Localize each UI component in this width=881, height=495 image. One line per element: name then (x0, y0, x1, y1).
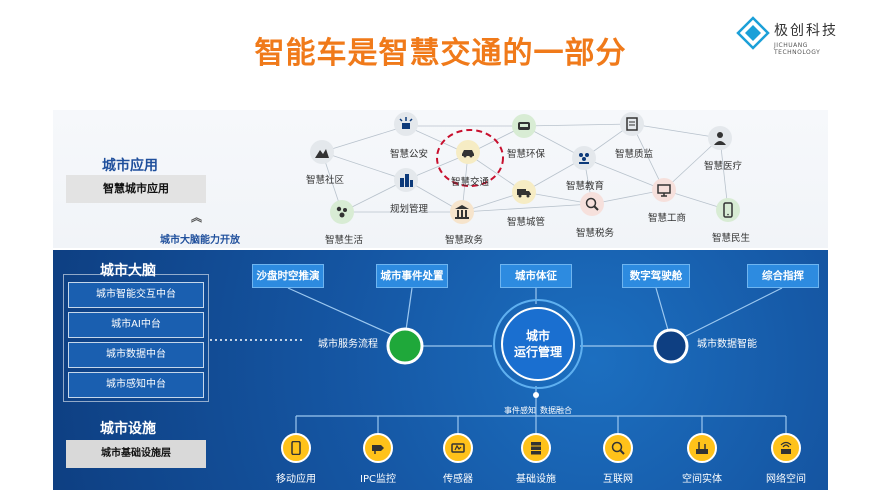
truck-icon (512, 180, 536, 204)
brain-item: 城市智能交互中台 (68, 282, 204, 308)
infra-label: 互联网 (603, 474, 633, 485)
mobile-icon (281, 433, 311, 463)
city-application-label: 城市应用 (102, 158, 158, 174)
logo-subtitle: JICHUANG TECHNOLOGY (774, 42, 821, 56)
infrastructure-layer-box: 城市基础设施层 (66, 440, 206, 468)
infra-label: 网络空间 (766, 474, 806, 485)
capability-open-label: 城市大脑能力开放 (160, 235, 240, 246)
core-line-2: 运行管理 (513, 345, 562, 359)
node-label: 智慧生活 (325, 235, 364, 246)
car-icon (456, 140, 480, 164)
node-label: 智慧环保 (507, 149, 546, 160)
logo-mark-icon (736, 16, 770, 50)
city-vitals-button[interactable]: 城市体征 (500, 264, 572, 288)
node-label: 智慧政务 (445, 235, 484, 246)
company-logo: 极创科技 JICHUANG TECHNOLOGY (736, 16, 856, 60)
brain-item: 城市数据中台 (68, 342, 204, 368)
commerce-icon (652, 178, 676, 202)
node-label: 智慧工商 (648, 213, 687, 224)
eco-bus-icon (512, 114, 536, 138)
city-operation-core: 城市 运行管理 (509, 328, 567, 360)
node-label: 智慧质监 (615, 149, 654, 160)
node-label: 智慧医疗 (704, 161, 743, 172)
digital-cockpit-button[interactable]: 数字驾驶舱 (622, 264, 690, 288)
sandbox-simulation-button[interactable]: 沙盘时空推演 (252, 264, 324, 288)
network-icon (771, 433, 801, 463)
infra-label: 空间实体 (682, 474, 722, 485)
node-label: 智慧税务 (576, 228, 615, 239)
city-brain-label: 城市大脑 (100, 263, 156, 279)
core-line-1: 城市 (525, 329, 550, 343)
infra-label: 传感器 (443, 474, 473, 485)
brain-frame (63, 274, 209, 402)
node-label: 智慧社区 (306, 175, 345, 186)
smart-city-application-box: 智慧城市应用 (66, 175, 206, 203)
clipboard-icon (620, 112, 644, 136)
internet-icon (603, 433, 633, 463)
government-icon (450, 200, 474, 224)
sensor-icon (443, 433, 473, 463)
education-icon (572, 146, 596, 170)
logo-name: 极创科技 (774, 23, 838, 39)
server-icon (521, 433, 551, 463)
city-infrastructure-label: 城市设施 (100, 421, 156, 437)
tax-icon (580, 192, 604, 216)
node-label: 规划管理 (390, 204, 429, 215)
node-label: 智慧交通 (451, 177, 490, 188)
phone-icon (716, 198, 740, 222)
brain-item: 城市AI中台 (68, 312, 204, 338)
camera-icon (363, 433, 393, 463)
page-title: 智能车是智慧交通的一部分 (254, 36, 627, 71)
node-label: 智慧公安 (390, 149, 429, 160)
buildings-icon (394, 168, 418, 192)
command-center-button[interactable]: 综合指挥 (747, 264, 819, 288)
space-icon (687, 433, 717, 463)
node-label: 智慧教育 (566, 181, 605, 192)
data-fusion-label: 数据融合 (540, 406, 572, 415)
node-label: 智慧城管 (507, 217, 546, 228)
infra-label: 移动应用 (276, 474, 316, 485)
life-icon (330, 200, 354, 224)
event-handling-button[interactable]: 城市事件处置 (376, 264, 448, 288)
node-label: 智慧民生 (712, 233, 751, 244)
doctor-icon (708, 126, 732, 150)
chevron-up-icon: ︽ (191, 211, 202, 224)
infra-label: 基础设施 (516, 474, 556, 485)
infra-label: IPC监控 (360, 474, 396, 485)
community-icon (310, 140, 334, 164)
brain-item: 城市感知中台 (68, 372, 204, 398)
event-sensing-label: 事件感知 (504, 406, 536, 415)
service-flow-label: 城市服务流程 (318, 339, 378, 350)
data-intelligence-label: 城市数据智能 (697, 339, 757, 350)
police-light-icon (394, 112, 418, 136)
